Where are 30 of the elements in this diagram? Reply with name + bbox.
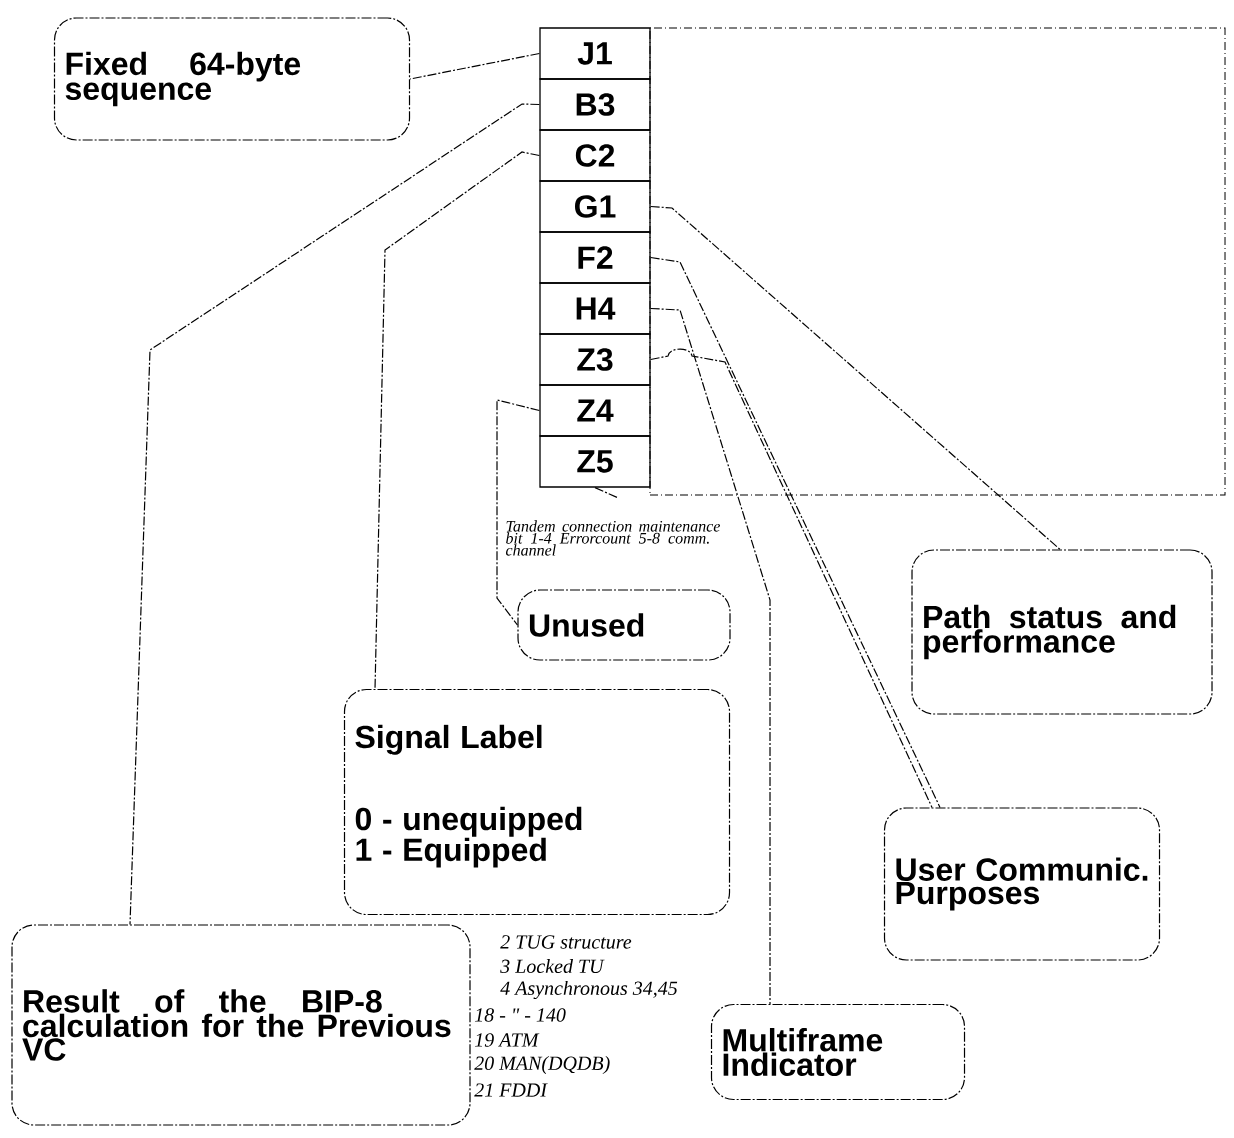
callout-box: Result of the BIP-8 calculation for the Previous VC <box>11 924 471 1126</box>
byte-cell: Z5 <box>539 435 651 488</box>
callout-box: Fixed 64-byte sequence <box>53 17 411 141</box>
handwritten-note: 3 Locked TU <box>500 958 605 974</box>
byte-cell: F2 <box>539 231 651 284</box>
byte-cell: Z4 <box>539 384 651 437</box>
leader-line <box>496 399 540 626</box>
leader-line <box>650 348 933 808</box>
leader-line <box>409 52 540 80</box>
leader-line <box>650 307 771 1005</box>
callout-box: Multiframe Indicator <box>710 1003 966 1101</box>
byte-cell: H4 <box>539 282 651 335</box>
leader-line <box>374 151 540 690</box>
byte-cell: Z3 <box>539 333 651 386</box>
byte-cell: B3 <box>539 78 651 131</box>
leader-line <box>650 256 941 808</box>
callout-box: Signal Label 0 - unequipped 1 - Equipped <box>343 688 731 916</box>
leader-line <box>594 487 619 499</box>
byte-cell: C2 <box>539 129 651 182</box>
byte-cell: G1 <box>539 180 651 233</box>
byte-cell: J1 <box>539 27 651 80</box>
handwritten-note: 2 TUG structure <box>500 935 632 949</box>
handwritten-note: Tandem connection maintenance bit 1-4 Errorcount 5-8 comm. channel <box>506 520 721 556</box>
callout-box: Unused <box>517 589 731 661</box>
handwritten-note: 4 Asynchronous 34,45 <box>500 980 678 1000</box>
leader-line <box>650 205 1061 550</box>
callout-box: Path status and performance <box>911 549 1213 715</box>
callout-box: User Communic. Purposes <box>883 807 1161 961</box>
leader-line <box>129 103 540 925</box>
payload-frame <box>649 27 1226 496</box>
